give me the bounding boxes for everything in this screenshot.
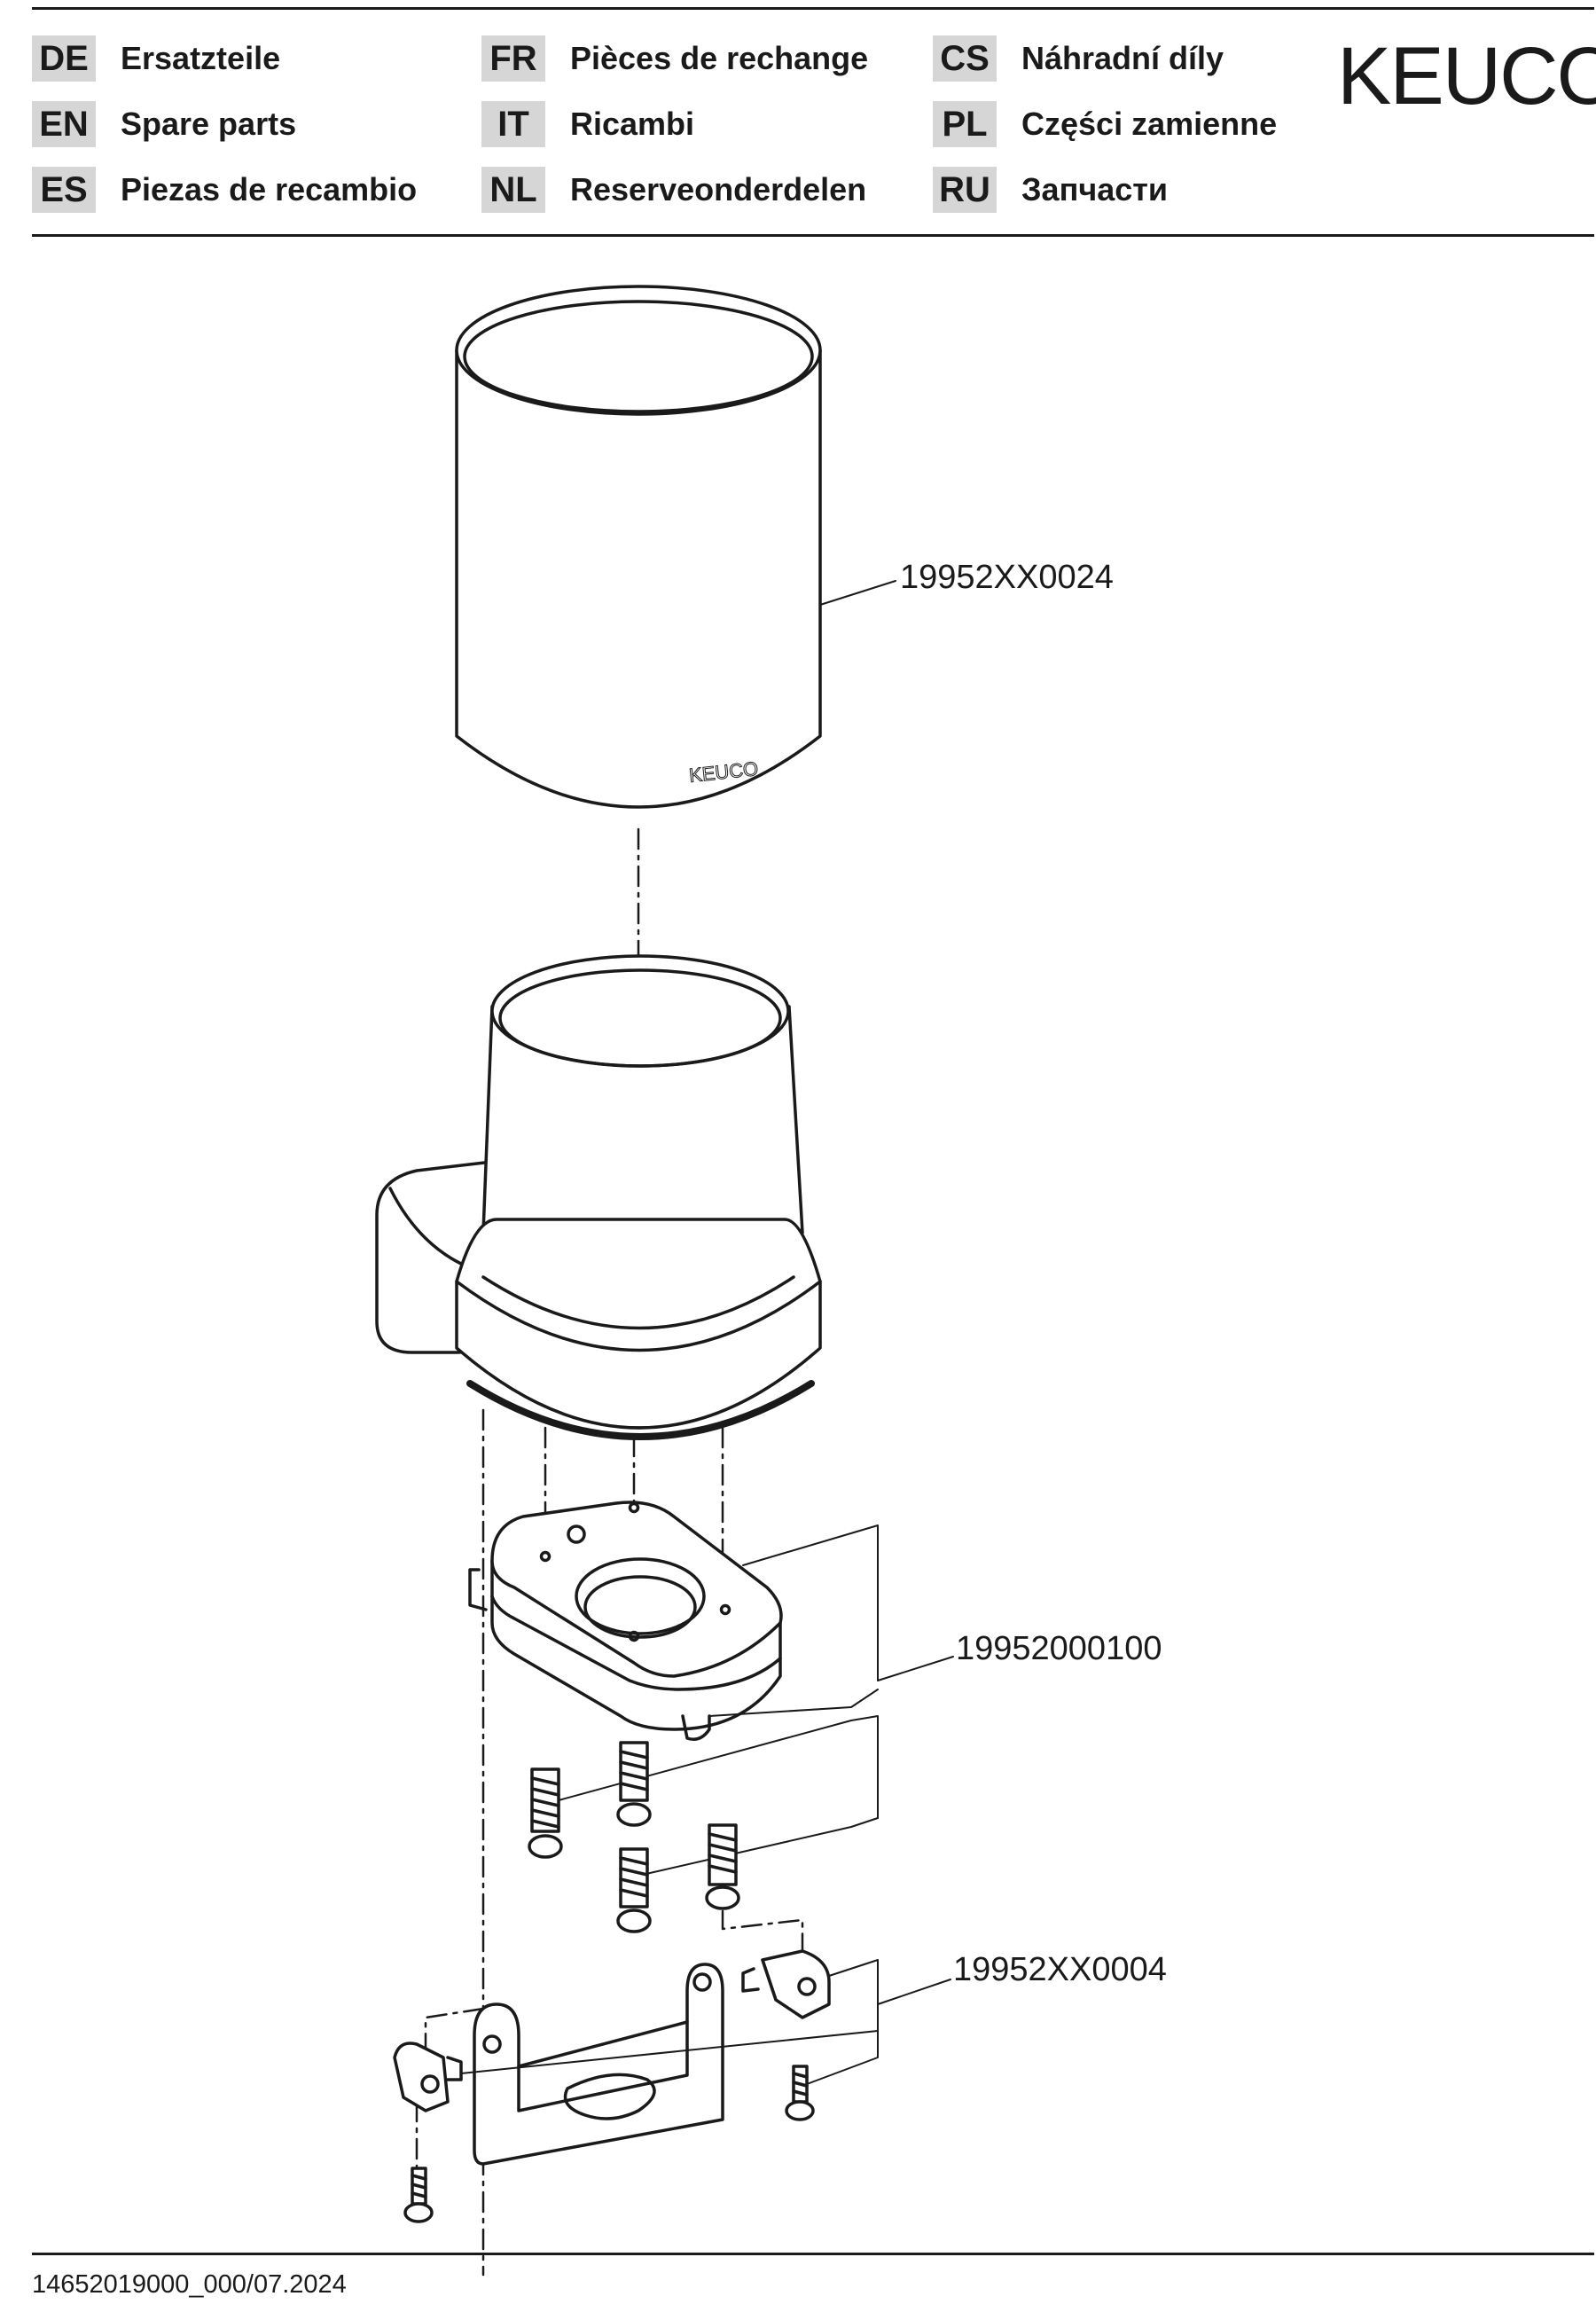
lang-name-cs: Náhradní díly: [1021, 40, 1224, 76]
footer-separator: [32, 2253, 1594, 2255]
clamp-left: [393, 2042, 463, 2112]
leader-cup: [819, 580, 896, 606]
screw-2: [616, 1741, 652, 1827]
lang-name-it: Ricambi: [570, 106, 695, 142]
lang-row-nl: NL Reserveonderdelen: [481, 167, 866, 213]
screw-6: [403, 2167, 434, 2223]
screw-1: [528, 1767, 563, 1859]
wall-bracket: [473, 1963, 724, 2166]
top-rule: [32, 7, 1594, 10]
lang-code-en: EN: [32, 101, 96, 147]
screw-5: [785, 2065, 815, 2121]
lang-row-it: IT Ricambi: [481, 101, 694, 147]
lang-code-de: DE: [32, 35, 96, 82]
mounting-plate: [468, 1501, 783, 1741]
lang-name-fr: Pièces de rechange: [570, 40, 869, 76]
lang-row-en: EN Spare parts: [32, 101, 296, 147]
lang-row-es: ES Piezas de recambio: [32, 167, 417, 213]
lang-name-es: Piezas de recambio: [121, 171, 418, 208]
holder-base-ring: [455, 1218, 822, 1440]
lang-code-pl: PL: [933, 101, 997, 147]
lang-row-pl: PL Części zamienne: [933, 101, 1277, 147]
lang-code-fr: FR: [481, 35, 545, 82]
brand-logo: KEUCO: [1337, 31, 1596, 121]
cup-part: [455, 285, 822, 809]
holder-body: [481, 954, 804, 1234]
leader-clamp-set: [460, 1959, 951, 2085]
part-label-cup: 19952XX0024: [900, 559, 1114, 596]
lang-code-ru: RU: [933, 167, 997, 213]
part-label-mounting-plate: 19952000100: [956, 1630, 1162, 1667]
lang-name-nl: Reserveonderdelen: [570, 171, 867, 208]
lang-row-de: DE Ersatzteile: [32, 35, 280, 82]
lang-name-ru: Запчасти: [1021, 171, 1169, 208]
screw-3: [616, 1847, 652, 1933]
lang-name-de: Ersatzteile: [121, 40, 281, 76]
document-id: 14652019000_000/07.2024: [32, 2270, 347, 2299]
lang-code-nl: NL: [481, 167, 545, 213]
lang-name-pl: Części zamienne: [1021, 106, 1278, 142]
lang-row-cs: CS Náhradní díly: [933, 35, 1224, 82]
lang-name-en: Spare parts: [121, 106, 297, 142]
part-label-clamp-set: 19952XX0004: [953, 1951, 1167, 1988]
lang-row-fr: FR Pièces de rechange: [481, 35, 868, 82]
lang-row-ru: RU Запчасти: [933, 167, 1168, 213]
clamp-right: [741, 1949, 831, 2019]
lang-code-es: ES: [32, 167, 96, 213]
screw-4: [705, 1823, 740, 1910]
lang-code-it: IT: [481, 101, 545, 147]
header-separator: [32, 234, 1594, 237]
lang-code-cs: CS: [933, 35, 997, 82]
